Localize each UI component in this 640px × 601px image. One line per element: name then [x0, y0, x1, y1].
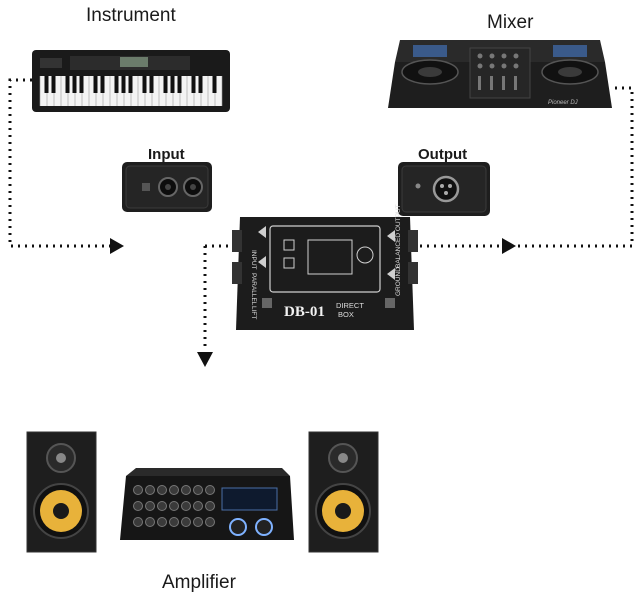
port-input-text: INPUT [250, 250, 257, 270]
amplifier-icon [120, 468, 294, 540]
port-lift-text: LIFT [250, 306, 257, 319]
output-arrow-icon [502, 238, 516, 254]
output-label: Output [418, 146, 468, 163]
connection-lines [8, 78, 634, 350]
dibox-to-mixer-line [420, 86, 634, 248]
input-panel-icon [122, 162, 212, 212]
di-box-device: INPUT PARALLEL LIFT GROUND BALANCED OUTP… [232, 204, 418, 330]
device-line2-text: BOX [338, 310, 354, 319]
port-parallel-text: PARALLEL [250, 273, 257, 306]
input-label: Input [148, 146, 185, 163]
port-balanced-text: BALANCED OUTPUT [395, 204, 402, 268]
port-ground-text: GROUND [395, 267, 402, 296]
output-panel-icon [398, 162, 490, 216]
keyboard-icon [32, 50, 230, 112]
mixer-brand-text: Pioneer DJ [548, 100, 579, 106]
dj-mixer-icon: Pioneer DJ [388, 40, 612, 108]
instrument-to-dibox-line [8, 78, 110, 248]
right-speaker-icon [308, 431, 379, 553]
device-model-text: DB-01 [284, 304, 325, 320]
left-speaker-icon [26, 431, 97, 553]
amplifier-label: Amplifier [162, 572, 236, 593]
instrument-label: Instrument [86, 5, 176, 26]
device-line1-text: DIRECT [336, 301, 364, 310]
mixer-label: Mixer [487, 12, 534, 33]
input-arrow-icon [110, 238, 124, 254]
amplifier-arrow-icon [197, 352, 213, 367]
